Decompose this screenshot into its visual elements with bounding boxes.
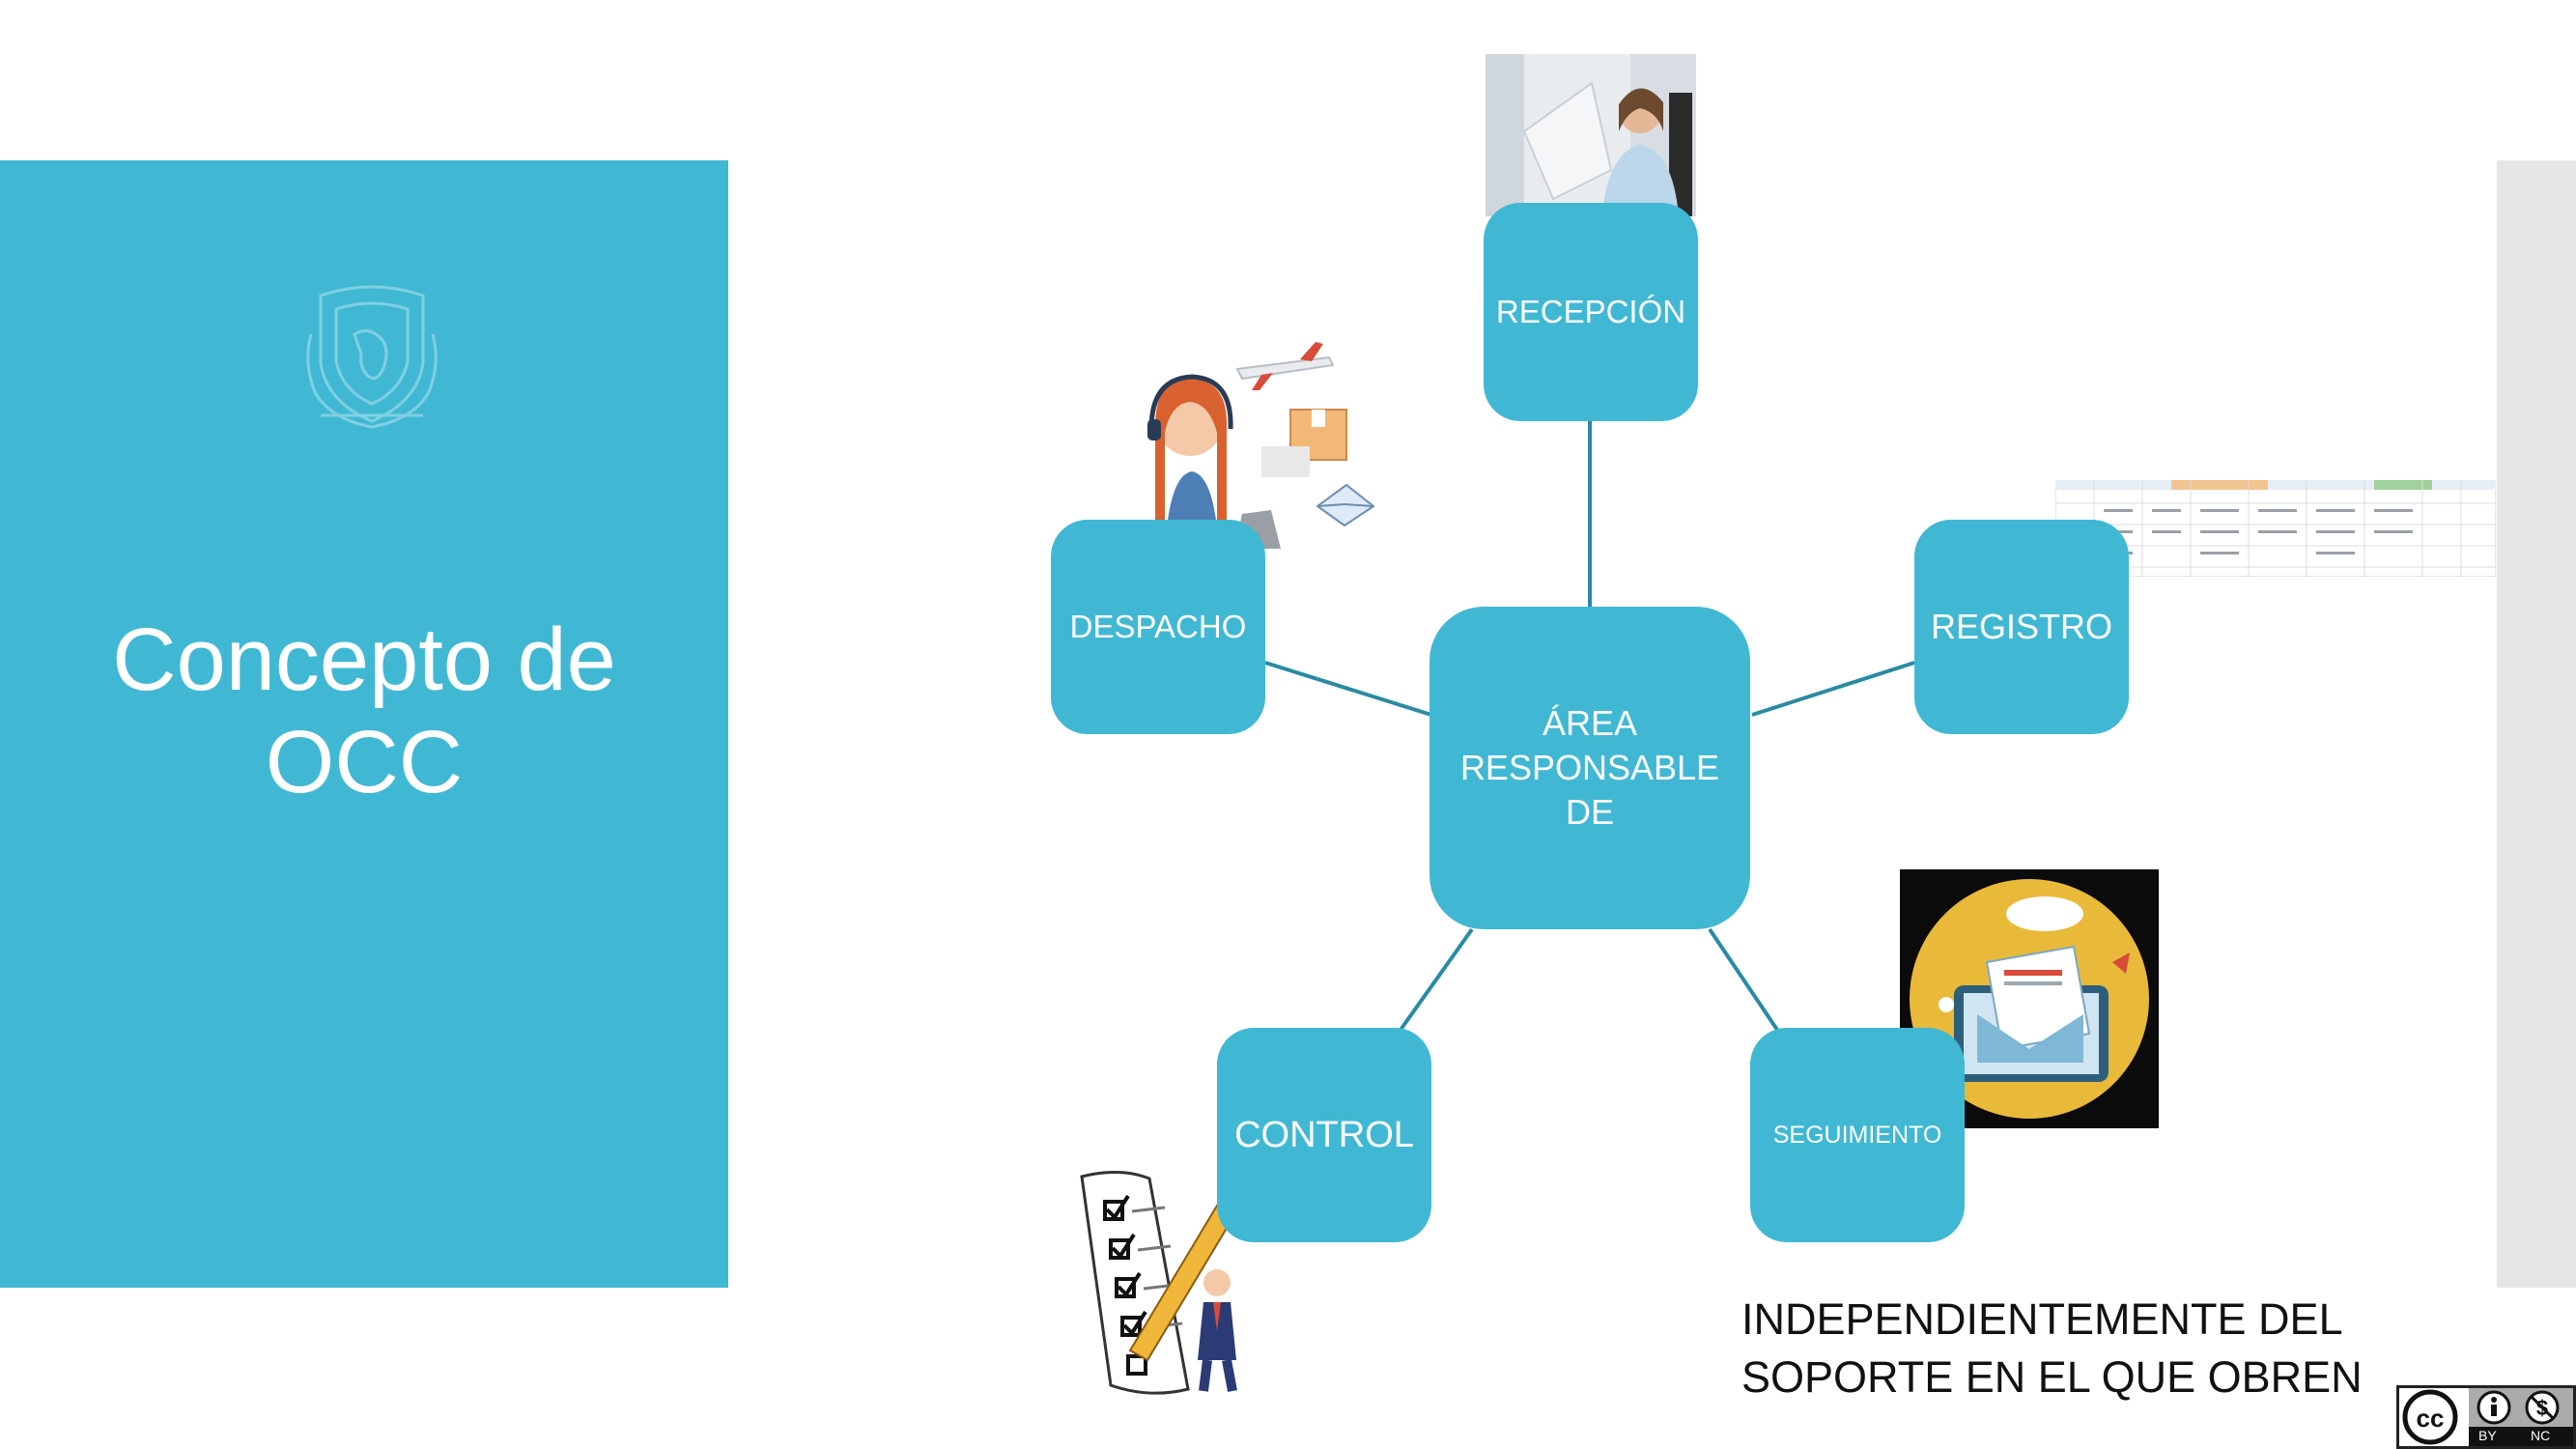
slide-title-line-2: OCC [265,713,464,811]
center-line-2: RESPONSABLE [1459,748,1720,787]
node-recepcion: RECEPCIÓN [1484,203,1698,421]
university-crest-icon [306,285,438,429]
connector-registro [1751,661,1915,717]
node-control-label: CONTROL [1234,1114,1414,1155]
connector-control [1399,927,1474,1032]
node-seguimiento-label: SEGUIMIENTO [1772,1121,1942,1149]
connector-seguimiento [1708,927,1779,1032]
node-center-area-responsable: ÁREA RESPONSABLE DE [1430,607,1750,929]
tracking-email-illustration [1900,869,2159,1128]
node-recepcion-label: RECEPCIÓN [1495,294,1686,329]
svg-text:cc: cc [2417,1404,2445,1433]
node-control: CONTROL [1217,1028,1431,1242]
node-despacho-label: DESPACHO [1069,609,1247,644]
slide-title-line-1: Concepto de [112,611,616,709]
creative-commons-by-nc-icon: cc $ BY NC [2396,1385,2576,1449]
license-label-nc: NC [2531,1428,2551,1443]
right-edge-strip [2497,160,2576,1288]
node-registro: REGISTRO [1914,520,2129,734]
node-despacho: DESPACHO [1051,520,1265,734]
control-checklist-illustration [1080,1170,1237,1395]
reception-photo [1486,54,1696,216]
center-line-1: ÁREA [1542,703,1638,743]
support-note-line-1: INDEPENDIENTEMENTE DEL [1741,1294,2343,1344]
slide-title: Concepto de OCC [58,609,670,813]
title-panel [0,160,728,1288]
support-note: INDEPENDIENTEMENTE DEL SOPORTE EN EL QUE… [1741,1291,2363,1406]
license-label-by: BY [2478,1428,2497,1443]
connector-despacho [1264,661,1432,717]
center-line-3: DE [1565,792,1614,832]
node-seguimiento: SEGUIMIENTO [1750,1028,1965,1242]
support-note-line-2: SOPORTE EN EL QUE OBREN [1741,1352,2363,1402]
registry-spreadsheet-thumbnail [2055,480,2496,577]
node-registro-label: REGISTRO [1930,607,2112,646]
